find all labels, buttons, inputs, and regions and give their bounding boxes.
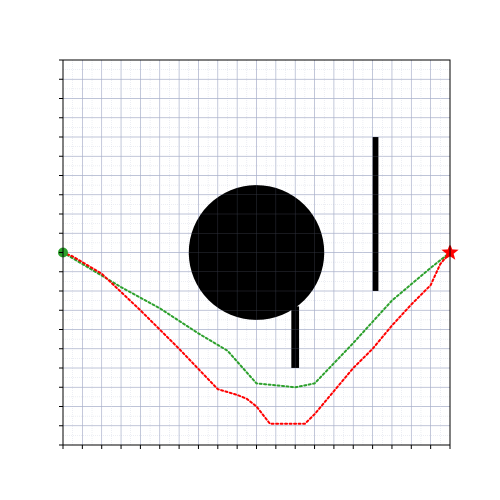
obstacle-bar-1 [291, 306, 300, 368]
path-series-0 [62, 251, 451, 389]
paths [62, 251, 451, 425]
obstacle-bar-2 [372, 137, 379, 291]
path-series-1 [62, 251, 451, 425]
axes [59, 59, 451, 449]
obstacle-circle [188, 185, 325, 320]
grid-overlay [62, 59, 451, 446]
obstacles [62, 59, 451, 446]
